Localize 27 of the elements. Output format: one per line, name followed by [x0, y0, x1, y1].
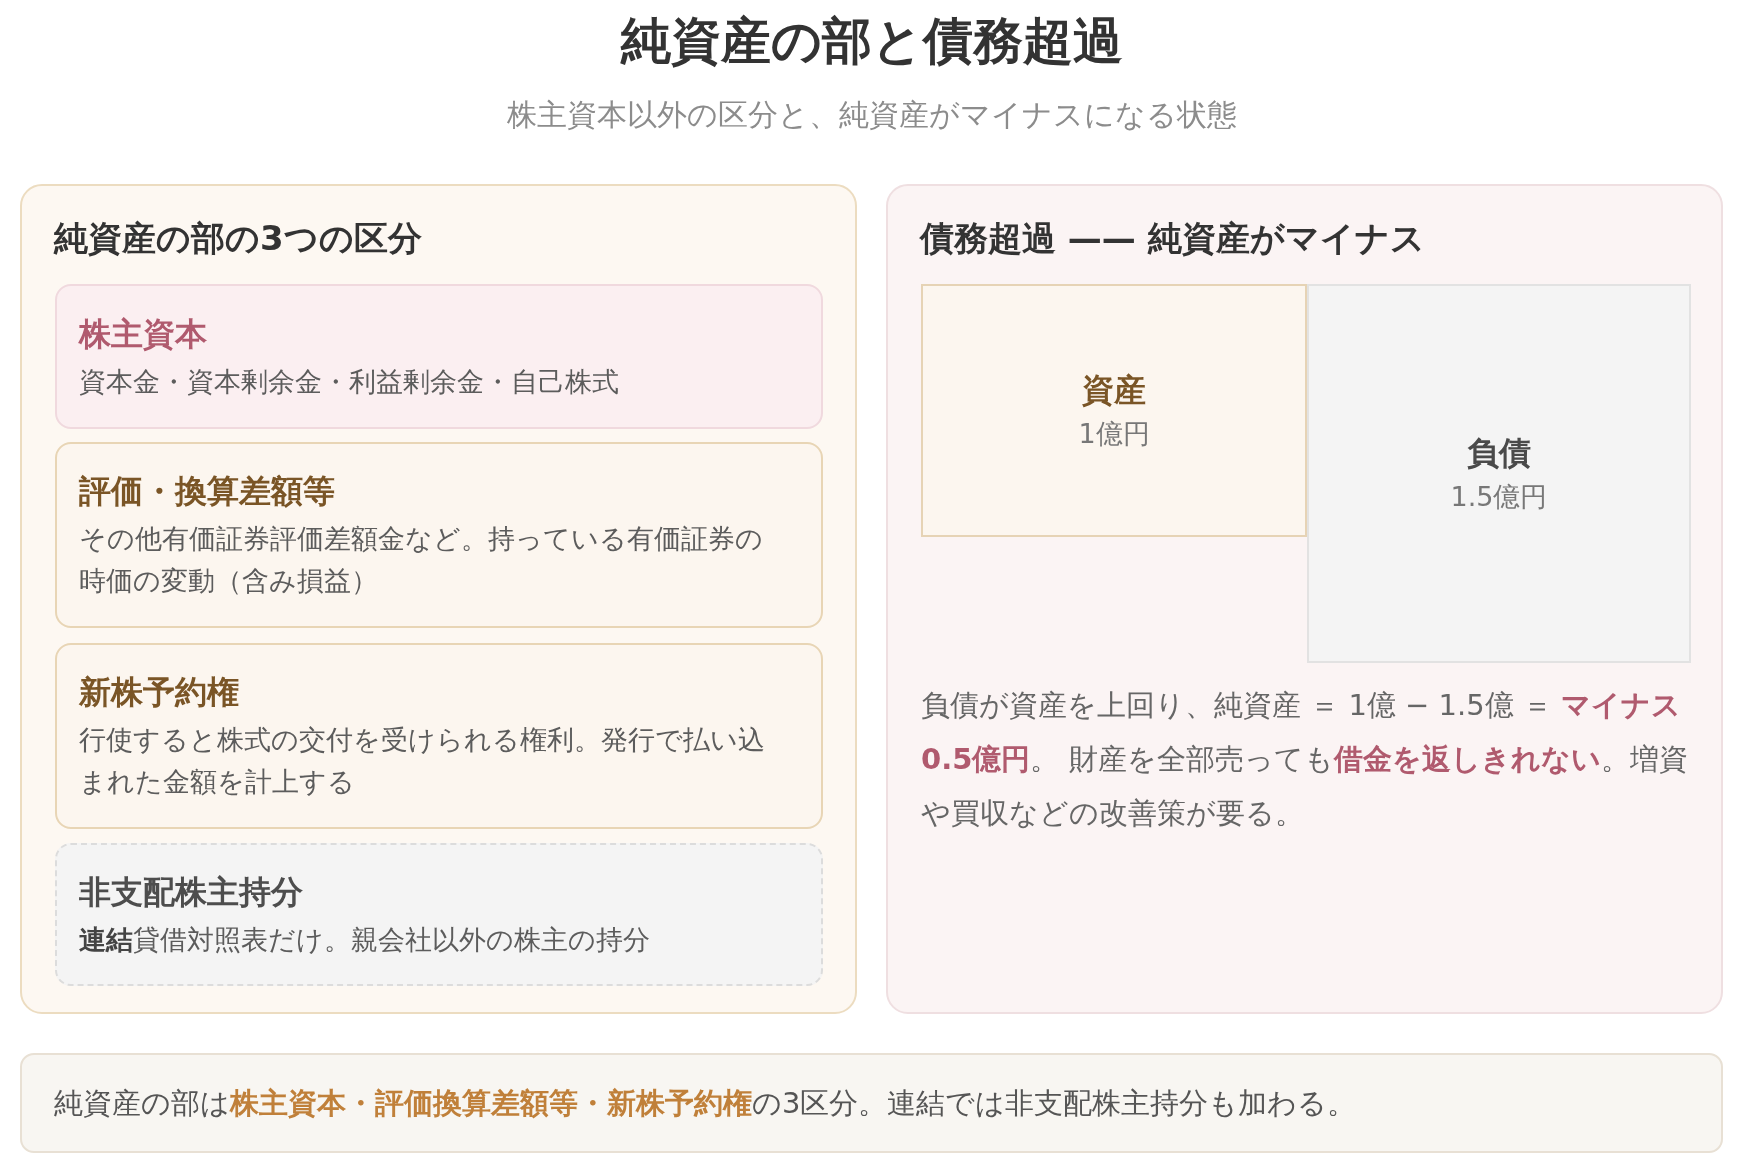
card-description: その他有価証券評価差額金など。持っている有価証券の時価の変動（含み損益）: [79, 522, 764, 598]
card-description: 連結貸借対照表だけ。親会社以外の株主の持分: [79, 922, 650, 957]
section-panel: [20, 184, 857, 1014]
card-heading: 非支配株主持分: [79, 871, 303, 913]
card-description: 資本金・資本剰余金・利益剰余金・自己株式: [79, 364, 619, 399]
amount-label: 1億円: [1078, 416, 1150, 451]
category-card: [55, 843, 823, 986]
category-card: [55, 284, 823, 429]
card-heading: 株主資本: [79, 313, 207, 355]
amount-label: 1.5億円: [1450, 479, 1548, 514]
explanation-text: 負債が資産を上回り、純資産 ＝ 1億 − 1.5億 ＝ マイナス0.5億円。 財産を全部売っても借金を返しきれない。増資や買収などの改善策が要る。: [921, 687, 1689, 832]
summary-note: [20, 1053, 1723, 1153]
liabilities-block: [1307, 284, 1691, 663]
card-description: 行使すると株式の交付を受けられる権利。発行で払い込まれた金額を計上する: [79, 723, 766, 799]
block-label: 負債: [1467, 432, 1531, 474]
card-heading: 評価・換算差額等: [79, 471, 335, 512]
card-heading: 新株予約権: [79, 672, 239, 713]
section-panel: [886, 184, 1723, 1014]
subtitle: 株主資本以外の区分と、純資産がマイナスになる状態: [507, 96, 1237, 134]
assets-block: [921, 284, 1307, 537]
note-text: 純資産の部は株主資本・評価換算差額等・新株予約権の3区分。連結では非支配株主持分も加わる。: [54, 1085, 1357, 1122]
category-card: [55, 643, 823, 829]
panel-heading: 純資産の部の3つの区分: [54, 217, 422, 260]
page-title: 純資産の部と債務超過: [621, 11, 1123, 72]
panel-heading: 債務超過 —— 純資産がマイナス: [920, 217, 1425, 260]
block-label: 資産: [1082, 369, 1146, 411]
category-card: [55, 442, 823, 628]
